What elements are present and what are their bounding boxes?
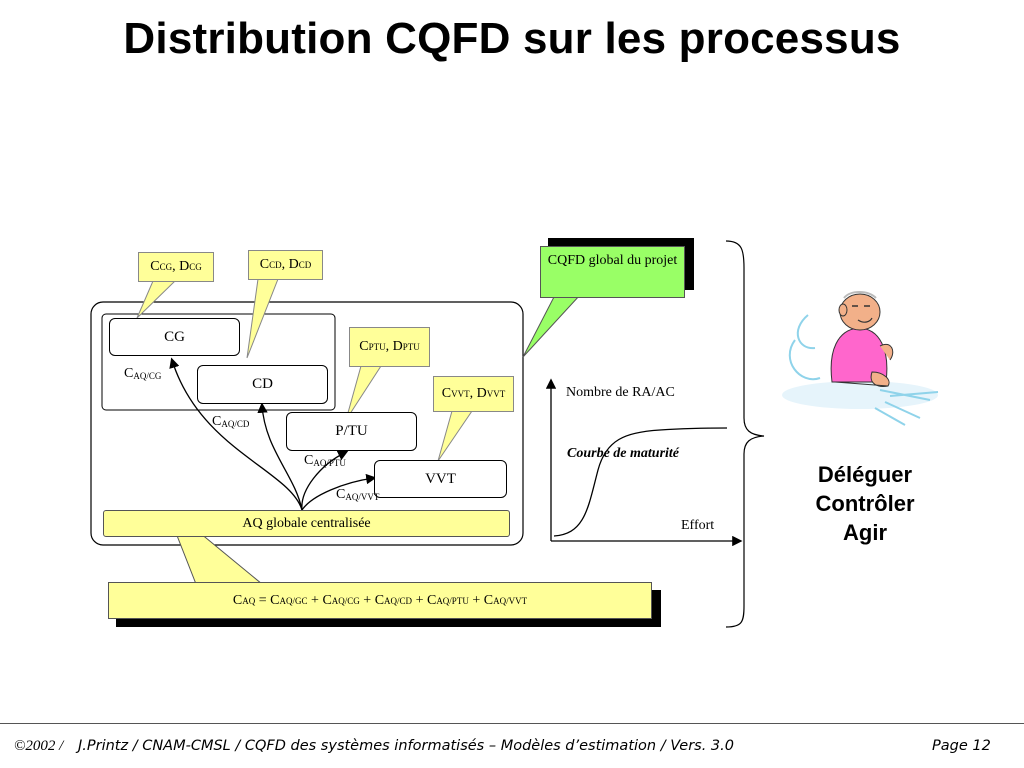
arrow-aq-vvt bbox=[301, 473, 377, 511]
action-delegate: Déléguer bbox=[817, 462, 913, 487]
callout-ptu-d: D bbox=[392, 339, 403, 354]
formula-t6: C bbox=[483, 592, 494, 608]
label-aq-ptu-sub: AQ/PTU bbox=[313, 458, 346, 468]
chart-x-label: Effort bbox=[681, 518, 715, 533]
formula-s2: AQ/GC bbox=[279, 595, 308, 606]
label-aq-cg-c: C bbox=[124, 366, 134, 381]
label-aq-ptu-c: C bbox=[304, 453, 314, 468]
formula-p3: + bbox=[359, 592, 375, 608]
callout-cg-sep: , bbox=[172, 259, 180, 274]
process-frame bbox=[90, 301, 524, 546]
arrow-aq-cd bbox=[257, 402, 303, 511]
chart-curve-label: Courbe de maturité bbox=[567, 446, 680, 461]
formula-t1: C bbox=[232, 592, 243, 608]
footer-copyright: ©2002 / bbox=[14, 738, 64, 754]
formula-t5: C bbox=[426, 592, 437, 608]
footer-page-number: Page 12 bbox=[932, 738, 991, 754]
callout-ptu-d-sub: PTU bbox=[402, 342, 420, 352]
formula-s1: AQ bbox=[242, 595, 256, 606]
action-list: Déléguer Contrôler Agir bbox=[790, 460, 940, 547]
formula-t4: C bbox=[374, 592, 385, 608]
cartoon-figure bbox=[782, 291, 939, 426]
callout-ptu-sep: , bbox=[385, 339, 393, 354]
callout-vvt-c: C bbox=[441, 386, 452, 401]
formula-s3: AQ/CG bbox=[331, 595, 360, 606]
cqfd-global-callout: CQFD global du projet bbox=[540, 246, 685, 298]
aq-global-bar: AQ globale centralisée bbox=[103, 510, 510, 537]
label-aq-ptu: CAQ/PTU bbox=[304, 453, 346, 469]
action-act: Agir bbox=[843, 520, 887, 545]
process-cd-label: CD bbox=[252, 376, 273, 392]
cg-cd-group-frame bbox=[101, 313, 336, 411]
action-control: Contrôler bbox=[815, 491, 915, 516]
formula-p5: + bbox=[468, 592, 484, 608]
callout-cg-d: D bbox=[179, 259, 190, 274]
chart-y-label: Nombre de RA/AC bbox=[566, 385, 675, 400]
formula-s4: AQ/CD bbox=[384, 595, 413, 606]
callout-vvt-pointer bbox=[437, 410, 473, 462]
callout-ptu-c-sub: PTU bbox=[368, 342, 386, 352]
process-cg-label: CG bbox=[164, 328, 185, 345]
maturity-curve bbox=[553, 427, 728, 537]
callout-cd-pointer bbox=[246, 278, 279, 359]
process-ptu-label: P/TU bbox=[335, 423, 368, 439]
label-aq-cd-sub: AQ/CD bbox=[221, 419, 250, 429]
footer-rule bbox=[0, 723, 1024, 724]
callout-cd-c: C bbox=[259, 257, 270, 272]
formula-t2: C bbox=[270, 592, 280, 608]
right-brace bbox=[725, 240, 765, 628]
label-aq-vvt: CAQ/VVT bbox=[336, 487, 379, 503]
cqfd-global-label: CQFD global du projet bbox=[547, 253, 678, 268]
label-aq-cg: CAQ/CG bbox=[124, 366, 161, 382]
label-aq-cd: CAQ/CD bbox=[212, 414, 249, 430]
label-aq-cd-c: C bbox=[212, 414, 222, 429]
cqfd-global-pointer bbox=[522, 294, 582, 358]
callout-ptu-c: C bbox=[359, 339, 369, 354]
callout-cg-c-sub: CG bbox=[159, 262, 173, 272]
arrow-aq-cg bbox=[169, 357, 303, 511]
formula-p2: + bbox=[307, 592, 323, 608]
process-ptu: P/TU bbox=[286, 412, 417, 451]
formula-s5: AQ/PTU bbox=[436, 595, 469, 606]
callout-cd-c-sub: CD bbox=[269, 260, 282, 270]
label-aq-vvt-sub: AQ/VVT bbox=[345, 492, 380, 502]
callout-vvt-sep: , bbox=[469, 386, 477, 401]
callout-cd-d-sub: CD bbox=[298, 260, 312, 270]
process-vvt-label: VVT bbox=[425, 470, 456, 487]
process-cg: CG bbox=[109, 318, 240, 356]
slide-title: Distribution CQFD sur les processus bbox=[123, 14, 901, 63]
callout-cg-d-sub: CG bbox=[189, 262, 202, 272]
formula-pointer bbox=[175, 532, 264, 585]
arrow-aq-ptu bbox=[301, 450, 349, 511]
callout-vvt-d: D bbox=[476, 386, 487, 401]
callout-cd-d: D bbox=[288, 257, 299, 272]
formula-t3: C bbox=[322, 592, 332, 608]
callout-cg-pointer bbox=[136, 280, 177, 319]
callout-vvt-c-sub: VVT bbox=[451, 389, 470, 399]
aq-global-label: AQ globale centralisée bbox=[242, 515, 371, 531]
formula-s6: AQ/VVT bbox=[493, 595, 528, 606]
label-aq-vvt-c: C bbox=[336, 487, 346, 502]
label-aq-cg-sub: AQ/CG bbox=[133, 371, 162, 381]
formula-eq: = bbox=[255, 592, 271, 608]
footer-source: J.Printz / CNAM-CMSL / CQFD des systèmes… bbox=[78, 738, 734, 754]
callout-cg-c: C bbox=[150, 259, 160, 274]
process-vvt: VVT bbox=[374, 460, 507, 498]
callout-vvt-d-sub: VVT bbox=[486, 389, 506, 399]
callout-cd-sep: , bbox=[281, 257, 289, 272]
process-cd: CD bbox=[197, 365, 328, 404]
formula-p4: + bbox=[412, 592, 427, 608]
